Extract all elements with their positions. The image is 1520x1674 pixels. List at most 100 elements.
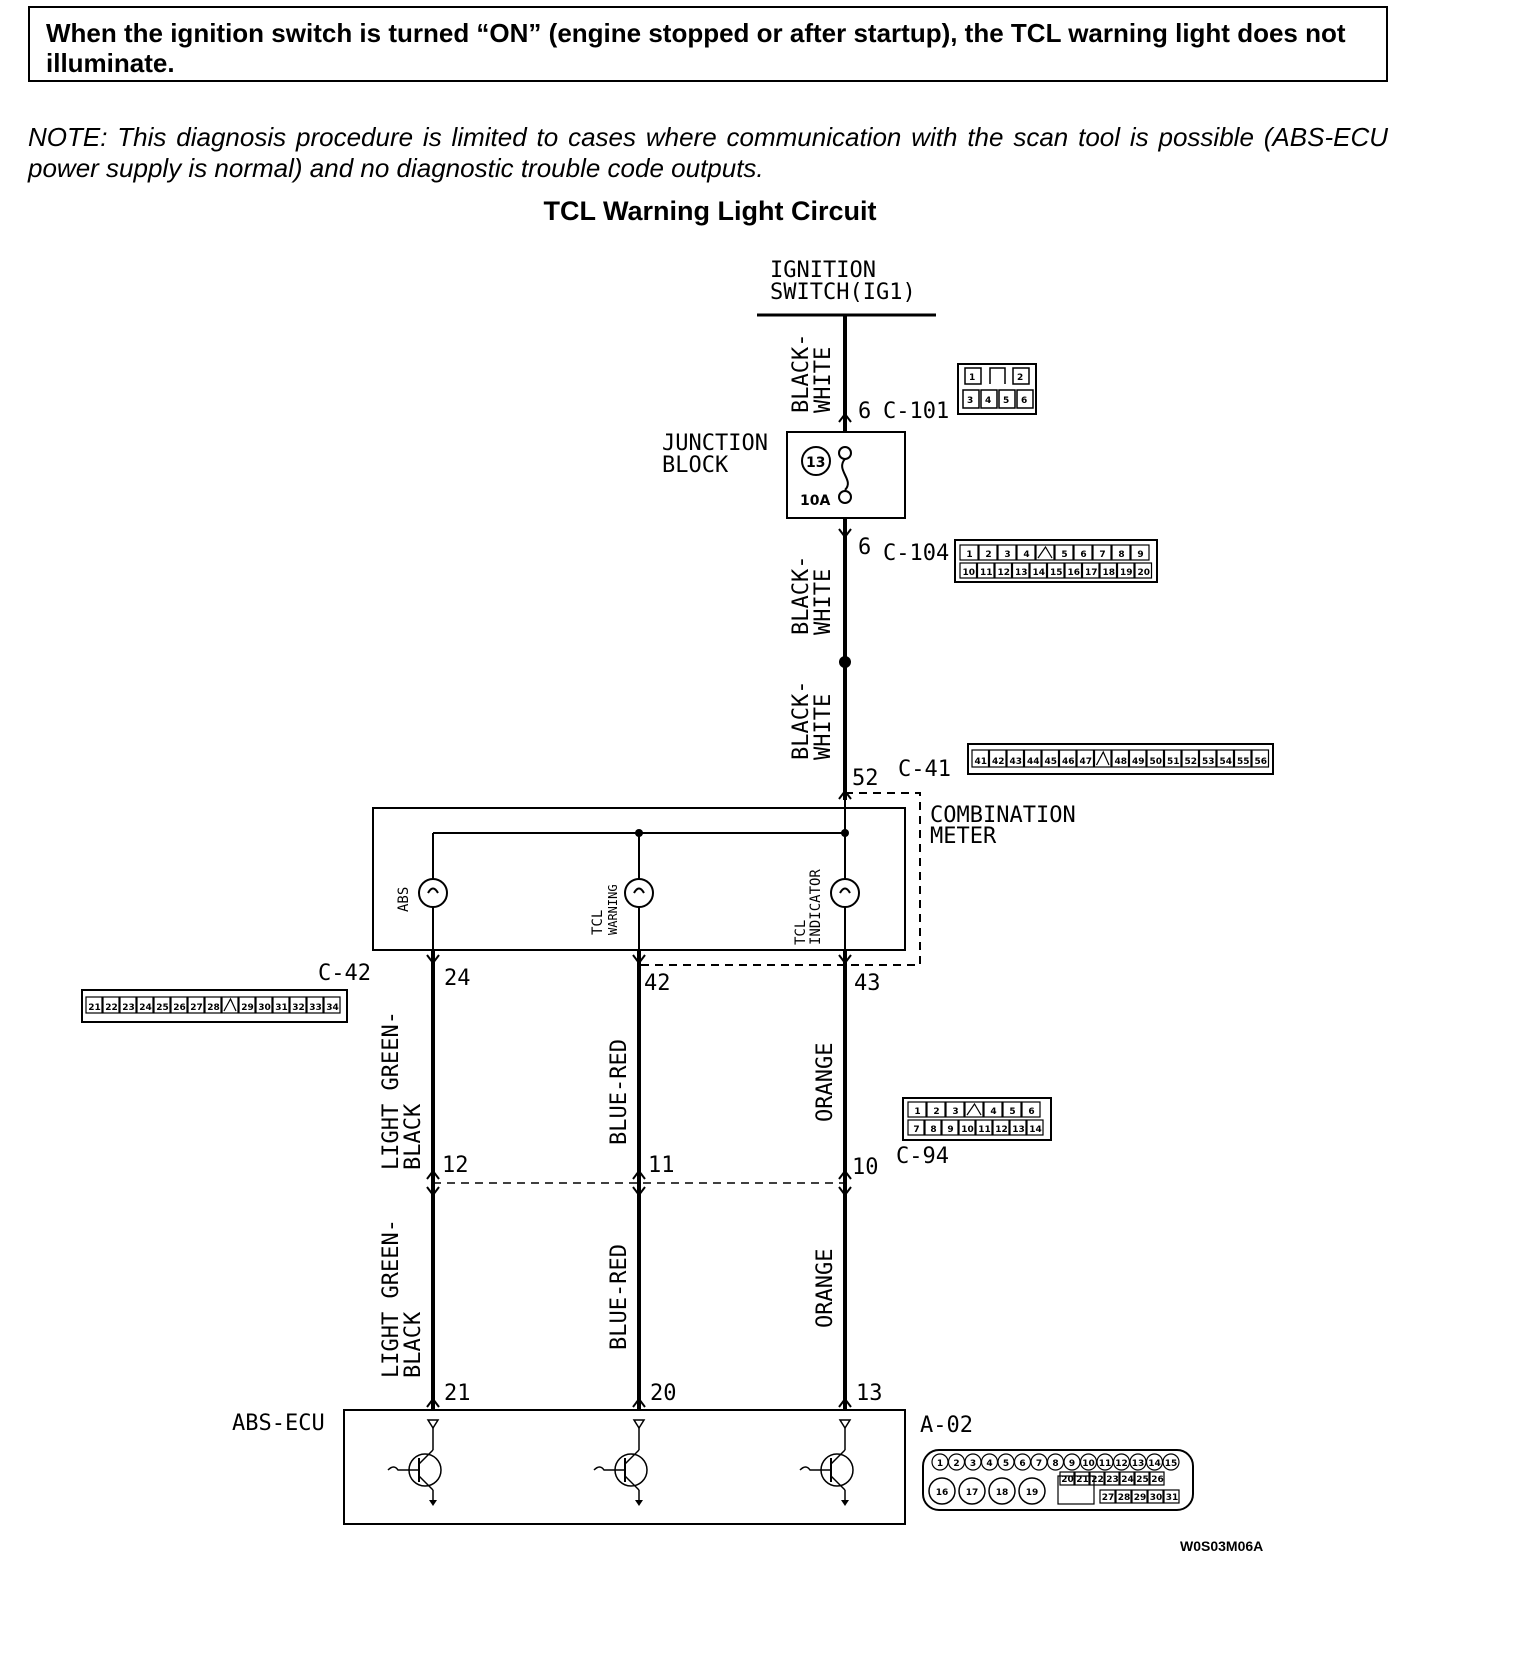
c94-arrow-a-up [426, 1169, 440, 1180]
c94-bot-cell [1026, 1119, 1044, 1136]
a02-pin-label: 13 [1132, 1459, 1145, 1469]
ecu-label: ABS-ECU [232, 1411, 325, 1436]
a02-large-pin [988, 1477, 1016, 1505]
c94-bot-pin-label: 14 [1029, 1125, 1042, 1135]
c94-top-cell [1002, 1101, 1022, 1118]
c94-arrow-c-down [838, 1186, 852, 1197]
c42-cell [153, 996, 171, 1014]
c101-face-5: 5 [1003, 396, 1009, 406]
c42-pin-label: 29 [241, 1003, 254, 1013]
transistor-emitter [830, 1475, 846, 1491]
base-input [799, 1466, 831, 1471]
c41-cell [1163, 749, 1182, 768]
tcl-indicator-label-1: TCL [793, 920, 809, 945]
c42-cell [238, 996, 256, 1014]
a02-pin-label: 18 [996, 1488, 1009, 1498]
a02-blank [1057, 1475, 1095, 1505]
c42-pin-label: 34 [326, 1003, 339, 1013]
c41-pin-label: 46 [1062, 757, 1075, 767]
c101-face-2: 2 [1017, 373, 1023, 383]
c94-arrow-b-up [632, 1169, 646, 1180]
c94-bot-cell [975, 1119, 993, 1136]
c94-label: C-94 [896, 1144, 949, 1169]
c42-cell [204, 996, 222, 1014]
a02-pin-c: 13 [856, 1381, 883, 1406]
c94-top-cell [926, 1101, 946, 1118]
c41-cell [1251, 749, 1270, 768]
a02-pin-a: 21 [444, 1381, 471, 1406]
c104-top-pin-label: 6 [1080, 550, 1086, 560]
c42-pin-label: 25 [156, 1003, 169, 1013]
c41-pin-label: 56 [1254, 757, 1267, 767]
c104-bot-pin-label: 14 [1032, 568, 1045, 578]
tcl-indicator-label-2: INDICATOR [808, 869, 824, 945]
a02-pin-b: 20 [650, 1381, 677, 1406]
a02-pin-label: 19 [1026, 1488, 1039, 1498]
c104-label: C-104 [883, 541, 949, 566]
splice-point [839, 656, 851, 668]
a02-arrow-c [838, 1397, 852, 1408]
c94-pin-a: 12 [442, 1153, 469, 1178]
a02-low-cell [1131, 1489, 1148, 1504]
a02-mid-cell [1149, 1471, 1165, 1486]
ignition-label-2: SWITCH(IG1) [770, 280, 916, 305]
c42-housing [81, 989, 348, 1023]
wire-label-or1: ORANGE [813, 1043, 838, 1122]
c42-pin-label: 32 [292, 1003, 305, 1013]
c104-top-cell [1111, 544, 1131, 561]
meter-connector-boundary [640, 792, 921, 966]
ignition-label-1: IGNITION [770, 258, 876, 283]
c104-bot-cell [1099, 562, 1118, 579]
ecu-input-diode [426, 1419, 440, 1430]
a02-mid-pin-label: 25 [1136, 1475, 1149, 1485]
c41-pin-label: 41 [974, 757, 987, 767]
c41-cell [1111, 749, 1130, 768]
c42-cell [323, 996, 341, 1014]
c41-pin-label: 53 [1202, 757, 1215, 767]
c41-pin-label: 45 [1044, 757, 1057, 767]
fuse-terminal-top [838, 446, 852, 460]
a02-mid-cell [1074, 1471, 1090, 1486]
fuse-symbol [841, 458, 849, 491]
c42-cell [85, 996, 103, 1014]
a02-low-pin-label: 31 [1166, 1493, 1179, 1503]
c94-bot-pin-label: 9 [947, 1125, 953, 1135]
c42-pin-label: 22 [105, 1003, 118, 1013]
a02-arrow-b [632, 1397, 646, 1408]
c41-pin-label: 48 [1114, 757, 1127, 767]
c94-top-key [966, 1102, 982, 1116]
c94-arrow-a-down [426, 1186, 440, 1197]
c104-bot-cell [1011, 562, 1030, 579]
c94-pin-c: 10 [852, 1155, 879, 1180]
c42-pin-label: 31 [275, 1003, 288, 1013]
a02-large-pin [928, 1477, 956, 1505]
c41-cell [1233, 749, 1252, 768]
c104-bot-cell [1029, 562, 1048, 579]
c104-arrow-down [838, 528, 852, 539]
c101-face-1: 1 [969, 373, 975, 383]
c41-cell [1128, 749, 1147, 768]
c101-label: C-101 [883, 399, 949, 424]
c94-arrow-b-down [632, 1186, 646, 1197]
a02-mid-cell [1134, 1471, 1150, 1486]
c41-cell [1041, 749, 1060, 768]
a02-low-cell [1163, 1489, 1180, 1504]
c94-housing [902, 1097, 1052, 1141]
fuse-number: 13 [806, 455, 825, 471]
c42-pin-c: 43 [854, 971, 881, 996]
c104-top-pin-label: 7 [1099, 550, 1105, 560]
c41-pin-label: 44 [1027, 757, 1040, 767]
ecu-input-diode [632, 1419, 646, 1430]
c94-bot-pin-label: 12 [995, 1125, 1008, 1135]
diagram-title: TCL Warning Light Circuit [543, 196, 877, 226]
c104-bot-cell [976, 562, 995, 579]
a02-mid-pin-label: 21 [1076, 1475, 1089, 1485]
a02-pin-label: 8 [1052, 1459, 1058, 1469]
wire-label-bw2a: BLACK- [789, 556, 814, 635]
wire-label-lgb2a: LIGHT GREEN- [379, 1219, 404, 1378]
c101-face-4: 4 [985, 396, 991, 406]
c104-top-cell [978, 544, 998, 561]
c104-top-cell [997, 544, 1017, 561]
